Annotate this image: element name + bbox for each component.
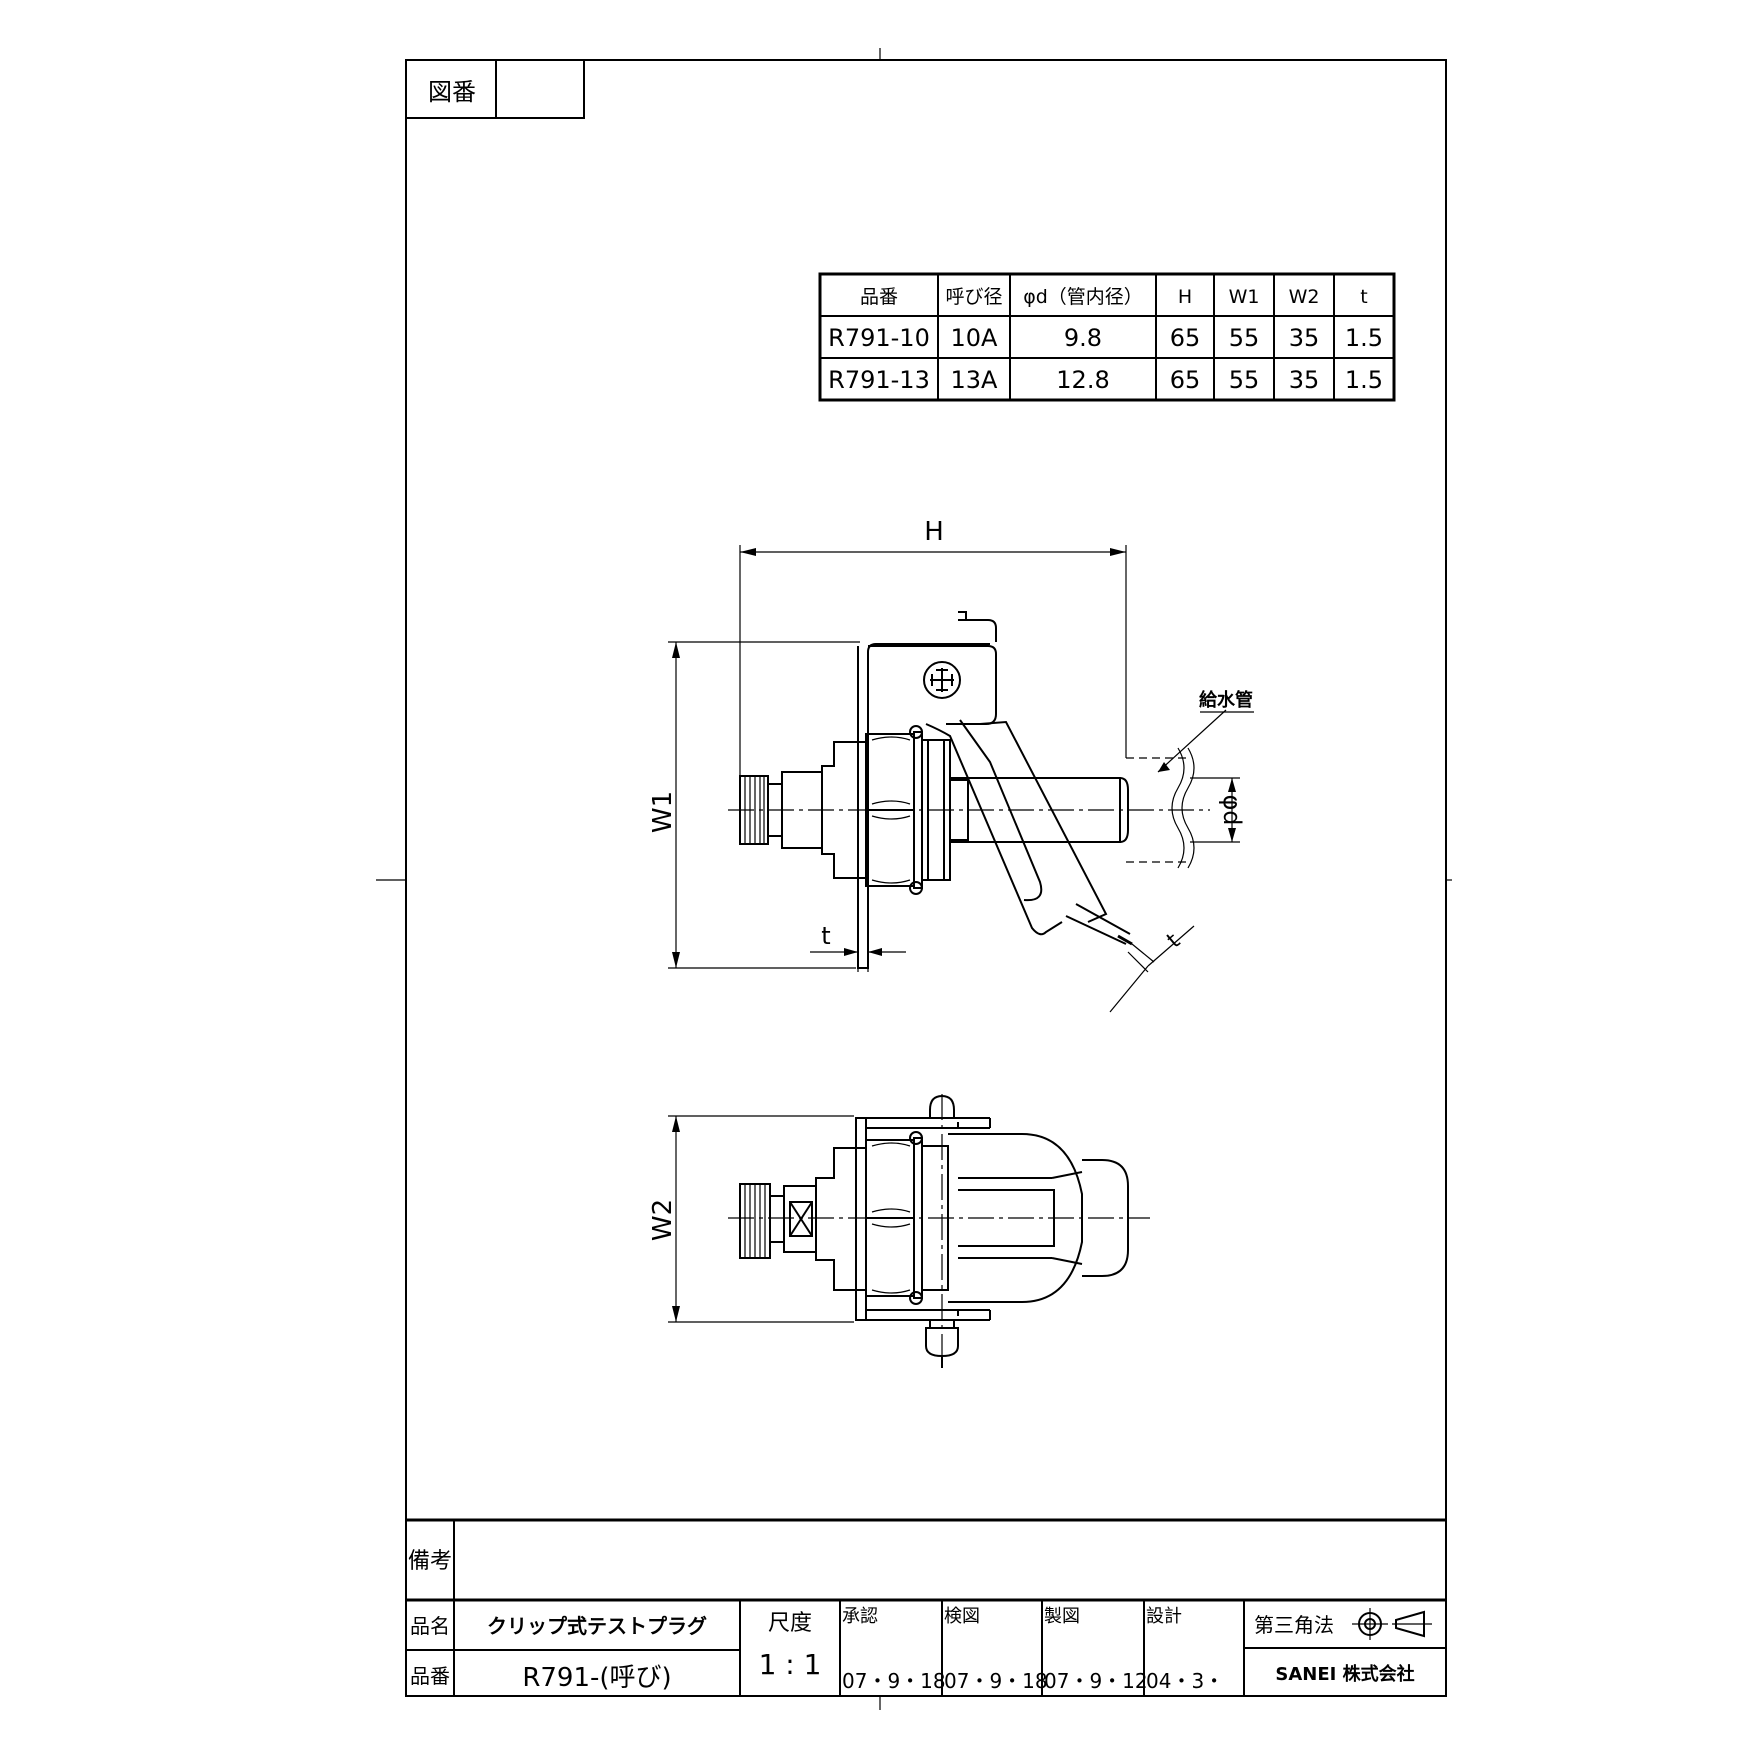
spec-header-part: 品番 — [860, 286, 898, 308]
dim-w1-label: W1 — [648, 791, 678, 833]
spec-table: 品番 呼び径 φd（管内径） H W1 W2 t R791-10 10A 9.8… — [818, 272, 1396, 402]
drawn-label: 製図 — [1044, 1606, 1080, 1627]
drawing-number-box: 図番 — [405, 59, 585, 119]
spec-header-inner-diameter: φd（管内径） — [1023, 286, 1143, 308]
sheet-frame — [405, 59, 1447, 1697]
spec-header-t: t — [1360, 286, 1367, 308]
design-label: 設計 — [1146, 1606, 1182, 1627]
spec-cell: 55 — [1229, 324, 1260, 352]
spec-cell: 65 — [1170, 366, 1201, 394]
spec-cell: 35 — [1289, 366, 1320, 394]
top-view: W2 — [648, 1094, 1150, 1368]
spec-cell: 1.5 — [1345, 324, 1383, 352]
scale-label: 尺度 — [768, 1611, 812, 1636]
third-angle-projection-icon — [1352, 1608, 1432, 1640]
dim-h-label: H — [924, 517, 944, 547]
design-date: 04・3・ — [1146, 1669, 1224, 1693]
checked-label: 検図 — [944, 1606, 980, 1627]
remarks-label: 備考 — [408, 1549, 452, 1574]
spec-cell: 1.5 — [1345, 366, 1383, 394]
dim-phi-d-label: φd — [1218, 794, 1246, 825]
approved-label: 承認 — [842, 1606, 878, 1627]
spec-header-h: H — [1178, 286, 1192, 308]
spec-cell: 65 — [1170, 324, 1201, 352]
spec-cell: 9.8 — [1064, 324, 1102, 352]
part-number-value: R791-(呼び) — [522, 1663, 671, 1693]
spec-cell: 13A — [951, 366, 999, 394]
spec-cell: R791-13 — [828, 366, 930, 394]
spec-header-w1: W1 — [1229, 286, 1260, 308]
spec-cell: 12.8 — [1056, 366, 1109, 394]
product-name-label: 品名 — [410, 1614, 450, 1638]
spec-cell: R791-10 — [828, 324, 930, 352]
projection-label: 第三角法 — [1254, 1613, 1334, 1637]
scale-value: 1 : 1 — [759, 1648, 822, 1681]
drawing-number-label: 図番 — [428, 78, 476, 106]
spec-cell: 35 — [1289, 324, 1320, 352]
side-view: H W1 t — [648, 517, 1254, 1013]
approved-date: 07・9・18 — [842, 1669, 946, 1693]
spec-cell: 10A — [951, 324, 999, 352]
drawn-date: 07・9・12 — [1044, 1669, 1148, 1693]
dim-w2-label: W2 — [648, 1199, 678, 1241]
spec-header-w2: W2 — [1289, 286, 1320, 308]
product-name-value: クリップ式テストプラグ — [487, 1614, 707, 1638]
company-name: SANEI 株式会社 — [1275, 1663, 1414, 1685]
spec-cell: 55 — [1229, 366, 1260, 394]
spec-header-nominal: 呼び径 — [945, 286, 1002, 308]
title-block: 備考 品名 クリップ式テストプラグ 品番 R791-(呼び) 尺度 1 : 1 … — [406, 1518, 1446, 1696]
dim-t-left-label: t — [821, 922, 830, 950]
checked-date: 07・9・18 — [944, 1669, 1048, 1693]
supply-pipe-label: 給水管 — [1199, 689, 1253, 711]
part-number-label: 品番 — [410, 1664, 450, 1688]
